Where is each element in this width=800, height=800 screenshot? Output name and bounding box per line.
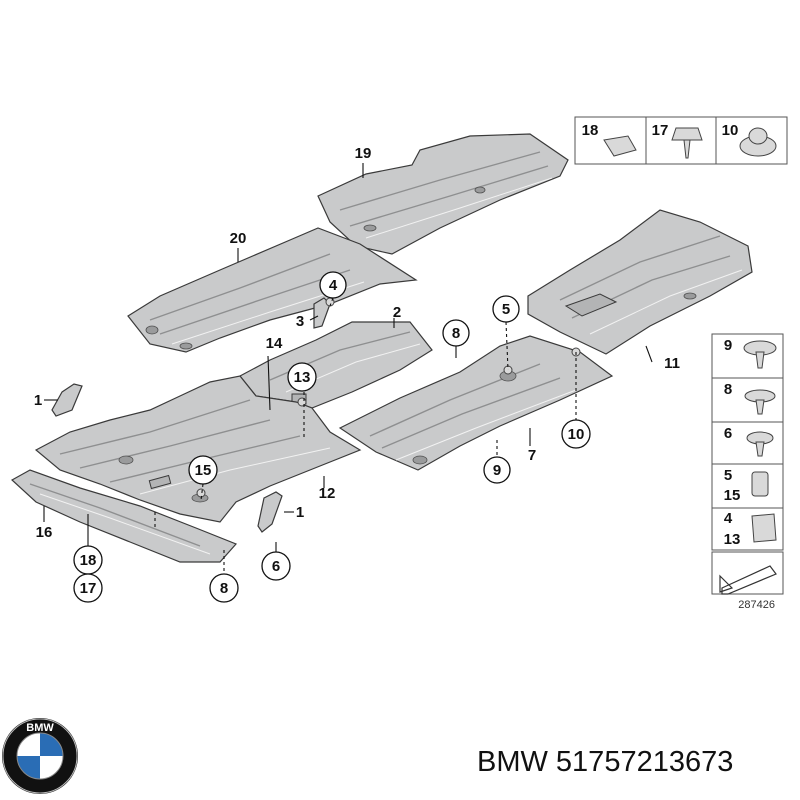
hardware-legend-side: 9 8 6 5 15 4 13: [711, 333, 784, 595]
bmw-logo-letters: BMW: [26, 722, 54, 734]
leader-lines: [43, 163, 653, 574]
screw-icon: [671, 127, 703, 141]
callout-18: 18: [73, 545, 103, 575]
part-11-panel: [527, 209, 753, 355]
svg-text:10: 10: [568, 426, 585, 443]
callout-19: 19: [355, 145, 372, 162]
legend-18-label: 18: [582, 122, 599, 139]
part-1-bracket-left: [51, 383, 83, 417]
legend-5-label: 5: [724, 467, 732, 484]
legend-9-label: 9: [724, 337, 732, 354]
callout-16: 16: [36, 524, 53, 541]
part-16-strip: [10, 469, 238, 563]
part-number-footer: BMW 51757213673: [477, 746, 734, 778]
legend-15-label: 15: [724, 487, 741, 504]
fastener-13: [297, 397, 307, 407]
legend-4-label: 4: [724, 510, 733, 527]
svg-text:8: 8: [452, 325, 460, 342]
part-7-panel: [338, 335, 614, 471]
svg-text:4: 4: [329, 277, 338, 294]
svg-text:8: 8: [220, 580, 228, 597]
svg-text:5: 5: [502, 301, 510, 318]
callout-20: 20: [230, 230, 247, 247]
callout-11: 11: [664, 355, 680, 372]
legend-10-label: 10: [722, 122, 739, 139]
callout-13: 13: [287, 362, 317, 392]
svg-text:17: 17: [80, 580, 97, 597]
legend-6-label: 6: [724, 425, 732, 442]
callout-9: 9: [483, 456, 511, 484]
legend-17-label: 17: [652, 122, 669, 139]
svg-text:18: 18: [80, 552, 97, 569]
callout-1-right: 1: [296, 504, 304, 521]
clip-icon: [603, 135, 637, 157]
callout-6: 6: [261, 551, 291, 581]
callout-12: 12: [319, 485, 336, 502]
legend-13-label: 13: [724, 531, 741, 548]
legend-8-label: 8: [724, 381, 732, 398]
callout-15: 15: [188, 455, 218, 485]
callout-10: 10: [561, 419, 591, 449]
part-3-bracket: [313, 297, 331, 329]
callout-14: 14: [266, 335, 283, 352]
bmw-logo: BMW: [2, 718, 78, 794]
callout-7: 7: [528, 447, 536, 464]
callout-17: 17: [73, 573, 103, 603]
callout-5: 5: [492, 295, 520, 323]
callout-8-right: 8: [442, 319, 470, 347]
fastener-15: [196, 488, 206, 498]
part-12-panel: [34, 375, 362, 523]
svg-text:9: 9: [493, 462, 501, 479]
callout-1-left: 1: [34, 392, 42, 409]
callout-8-left: 8: [209, 573, 239, 603]
arrow-icon: [719, 565, 777, 595]
callout-4: 4: [319, 271, 347, 299]
diagram-id: 287426: [738, 599, 775, 611]
callout-3: 3: [296, 313, 304, 330]
part-1-bracket-right: [257, 491, 283, 533]
hardware-legend-top: 18 17 10: [574, 116, 788, 165]
svg-text:13: 13: [294, 369, 311, 386]
callout-2: 2: [393, 304, 401, 321]
part-20-panel: [127, 227, 418, 353]
svg-text:6: 6: [272, 558, 280, 575]
part-19-panel: [317, 133, 569, 255]
svg-text:15: 15: [195, 462, 212, 479]
